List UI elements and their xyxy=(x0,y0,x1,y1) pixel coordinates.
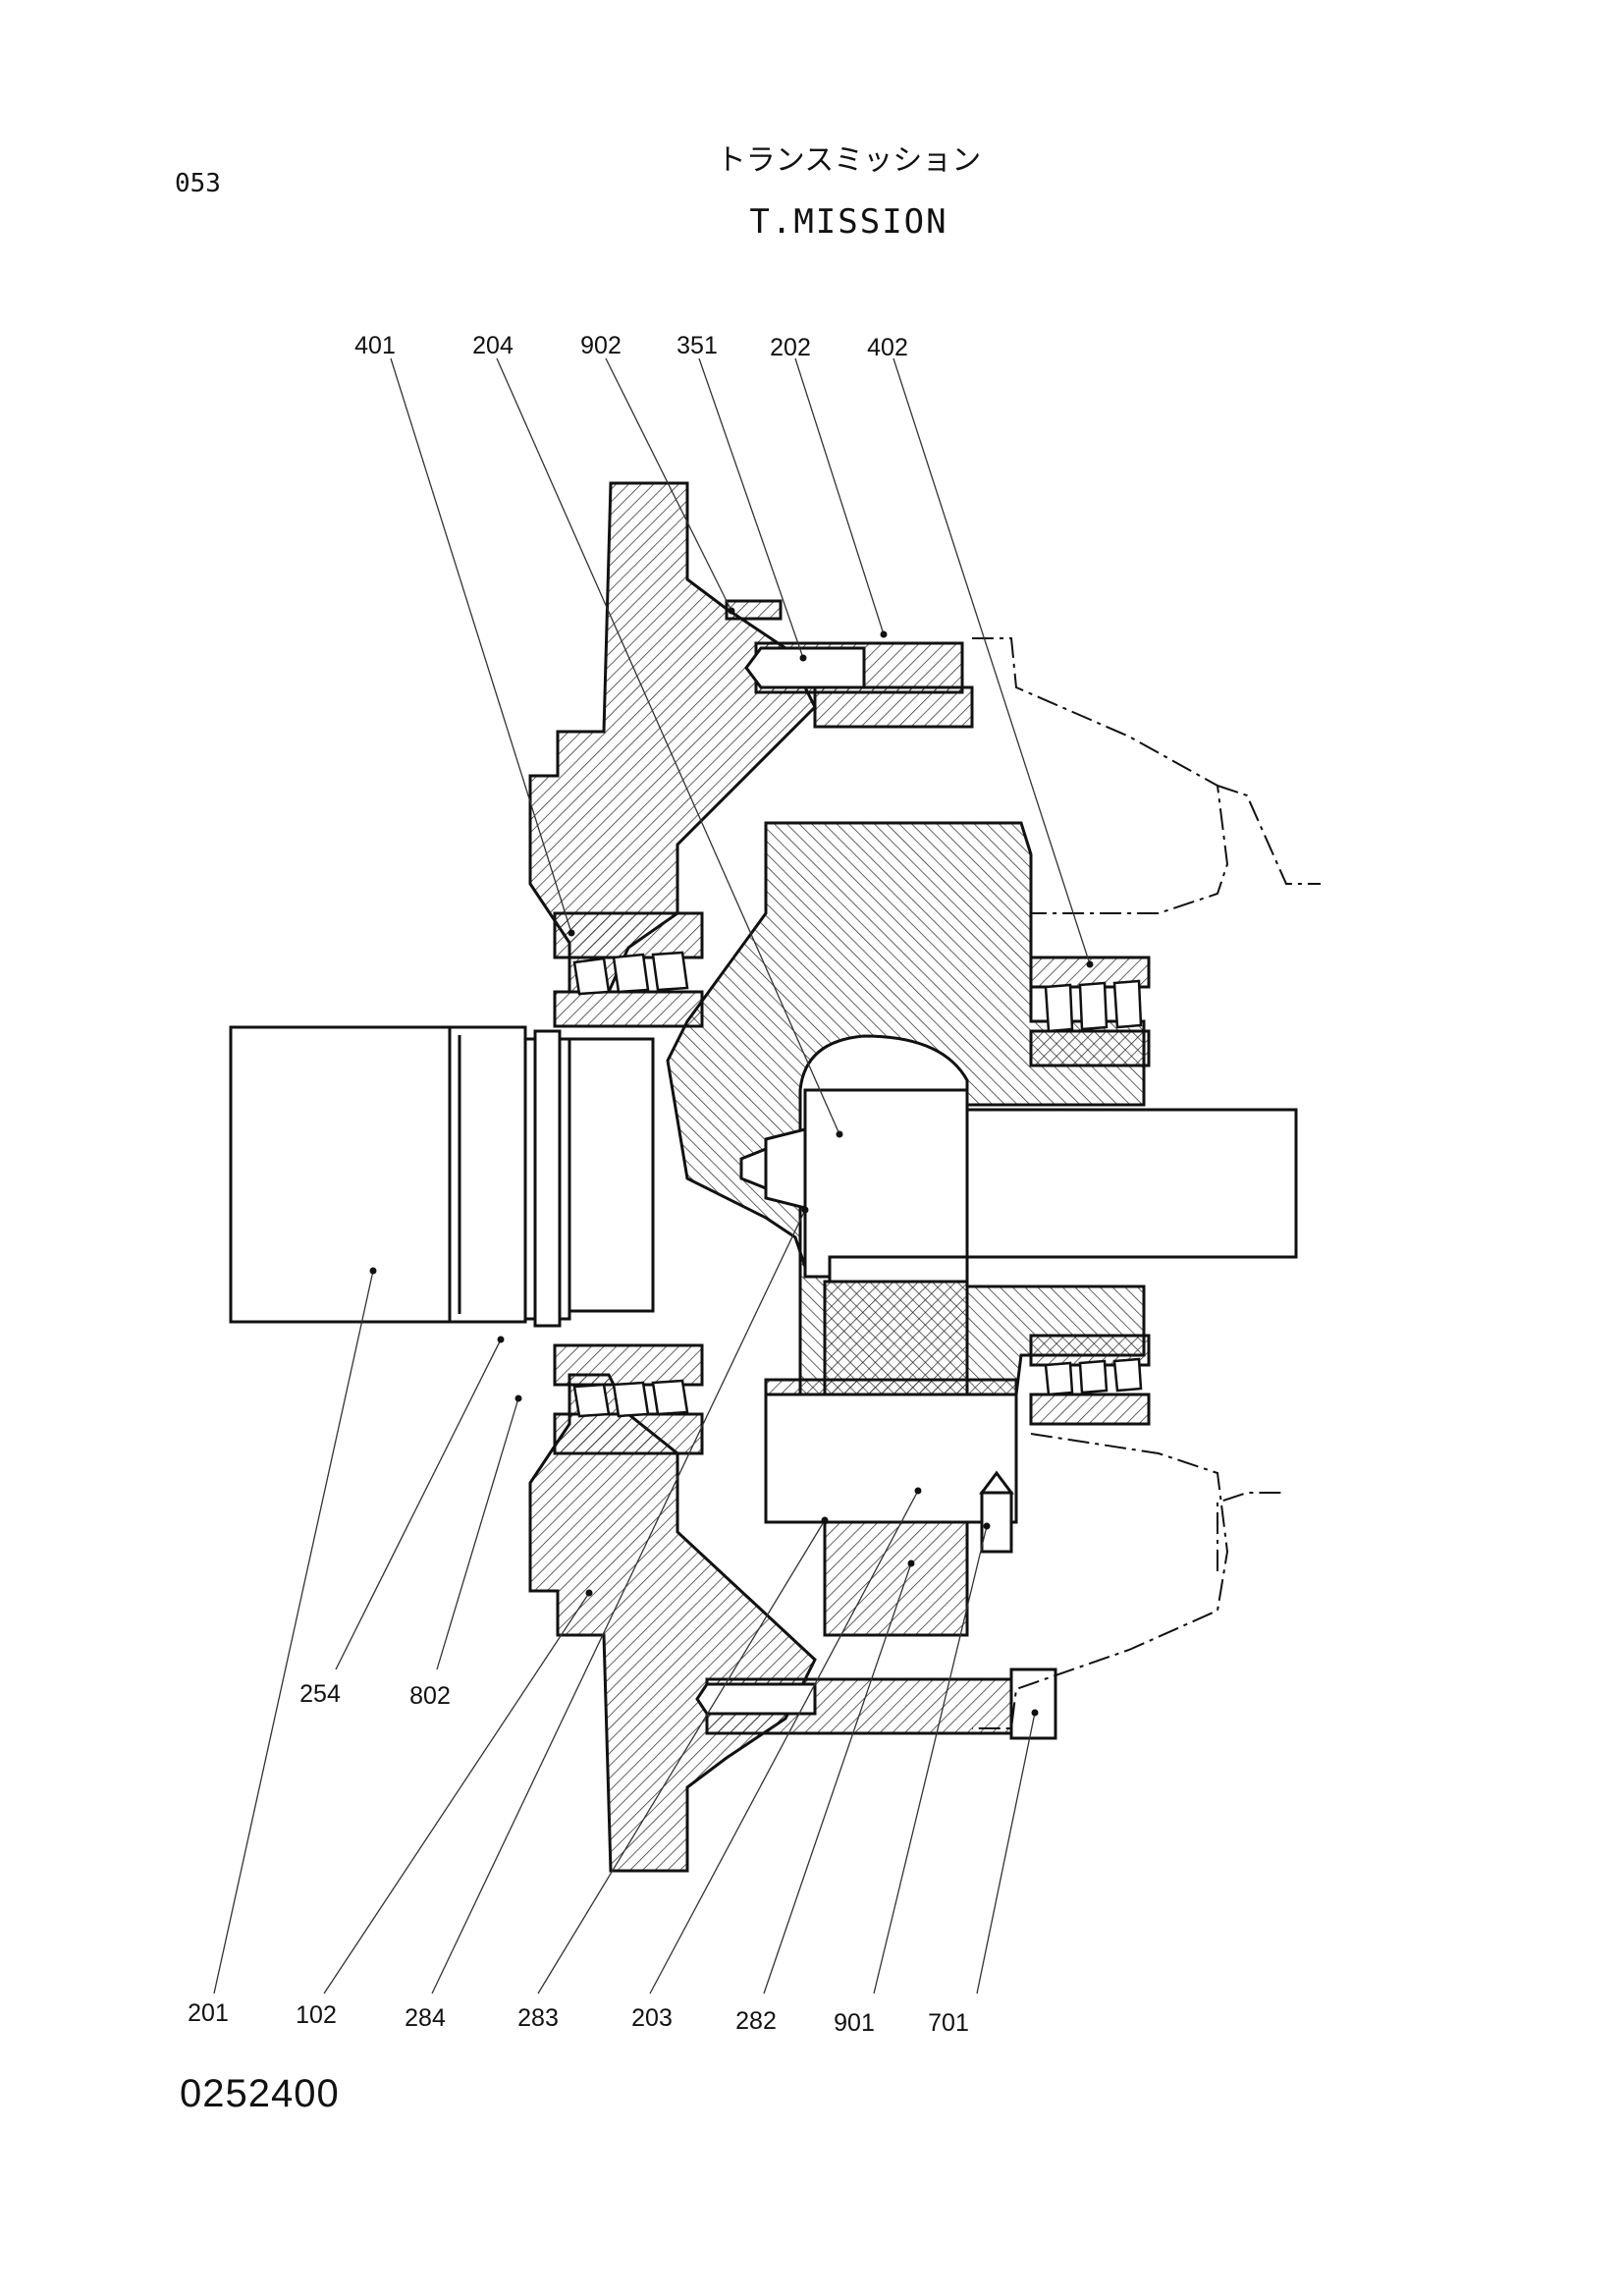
planet-gear xyxy=(764,1280,1018,1637)
title-japanese: トランスミッション xyxy=(716,143,982,178)
leader-lines xyxy=(213,357,1091,1995)
part-label: 351 xyxy=(676,332,718,359)
part-labels-bottom: 201 102 284 283 203 282 901 701 xyxy=(188,1999,969,2037)
part-labels-side: 254 802 xyxy=(299,1680,451,1710)
part-labels-top: 401 204 902 351 202 402 xyxy=(354,332,908,361)
leader-dots xyxy=(369,607,1094,1717)
part-label: 282 xyxy=(735,2007,777,2035)
pins-and-bolts xyxy=(695,599,1057,1740)
part-label: 202 xyxy=(770,334,811,361)
drawing-code: 0252400 xyxy=(180,2072,340,2115)
part-label: 254 xyxy=(299,1680,341,1708)
part-label: 204 xyxy=(472,332,514,359)
phantom-outline xyxy=(972,637,1321,1729)
output-shaft xyxy=(739,1088,1298,1284)
part-label: 284 xyxy=(405,2004,446,2032)
part-label: 401 xyxy=(354,332,396,359)
bearings xyxy=(553,911,1151,1455)
part-label: 203 xyxy=(631,2004,673,2032)
part-label: 201 xyxy=(188,1999,229,2027)
part-label: 283 xyxy=(517,2004,559,2032)
title-english: T.MISSION xyxy=(749,202,948,242)
part-label: 802 xyxy=(409,1682,451,1710)
part-label: 102 xyxy=(296,2001,337,2029)
input-shaft xyxy=(229,1025,655,1328)
part-label: 701 xyxy=(928,2009,969,2037)
part-label: 902 xyxy=(580,332,622,359)
part-label: 402 xyxy=(867,334,908,361)
bearing-rollers xyxy=(572,951,1143,1418)
page-number: 053 xyxy=(175,169,221,198)
part-label: 901 xyxy=(834,2009,875,2037)
